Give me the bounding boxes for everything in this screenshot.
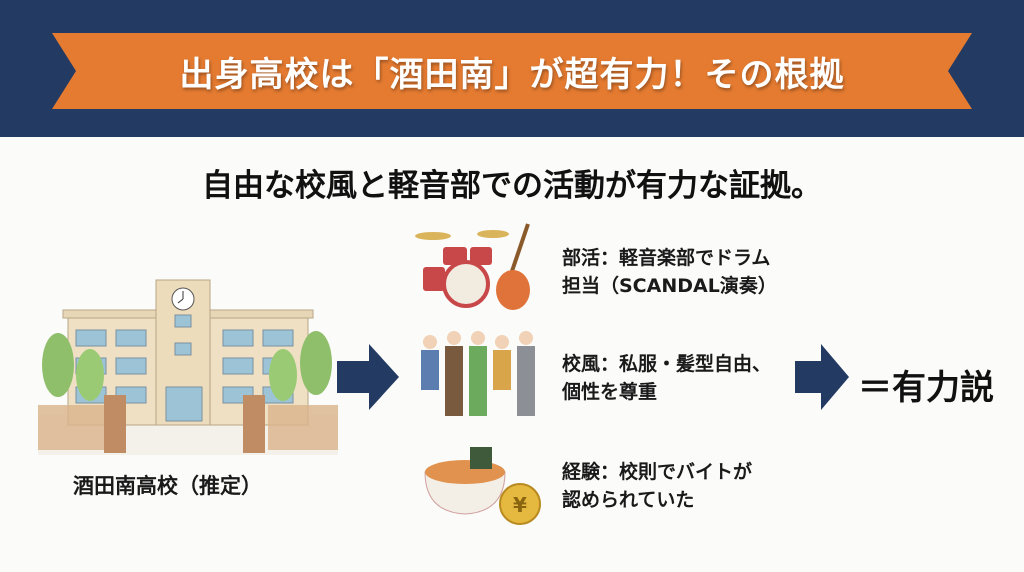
evidence-club-line2: 担当（SCANDAL演奏）	[562, 275, 777, 297]
subtitle: 自由な校風と軽音部での活動が有力な証拠。	[202, 168, 822, 204]
school-building-icon	[38, 275, 338, 455]
evidence-experience-line2: 認められていた	[562, 489, 695, 511]
title-ribbon: 出身高校は「酒田南」が超有力！その根拠	[52, 33, 972, 109]
evidence-club: 部活：軽音楽部でドラム 担当（SCANDAL演奏）	[562, 244, 777, 300]
evidence-club-line1: 部活：軽音楽部でドラム	[562, 247, 771, 269]
students-icon	[412, 328, 542, 426]
arrow-right-icon	[795, 344, 849, 414]
evidence-culture: 校風：私服・髪型自由、 個性を尊重	[562, 350, 771, 406]
evidence-experience-line1: 経験：校則でバイトが	[562, 461, 753, 483]
page-title: 出身高校は「酒田南」が超有力！その根拠	[179, 54, 845, 95]
evidence-experience: 経験：校則でバイトが 認められていた	[562, 458, 752, 514]
evidence-culture-line2: 個性を尊重	[562, 381, 658, 403]
arrow-right-icon	[337, 344, 399, 414]
header-banner: 出身高校は「酒田南」が超有力！その根拠	[0, 0, 1024, 137]
drums-guitar-icon	[408, 222, 548, 312]
evidence-culture-line1: 校風：私服・髪型自由、	[562, 353, 772, 375]
ramen-yen-icon: ¥	[420, 442, 545, 532]
svg-text:¥: ¥	[513, 493, 527, 517]
conclusion-text: ＝有力説	[858, 368, 994, 408]
school-caption: 酒田南高校（推定）	[73, 474, 262, 498]
